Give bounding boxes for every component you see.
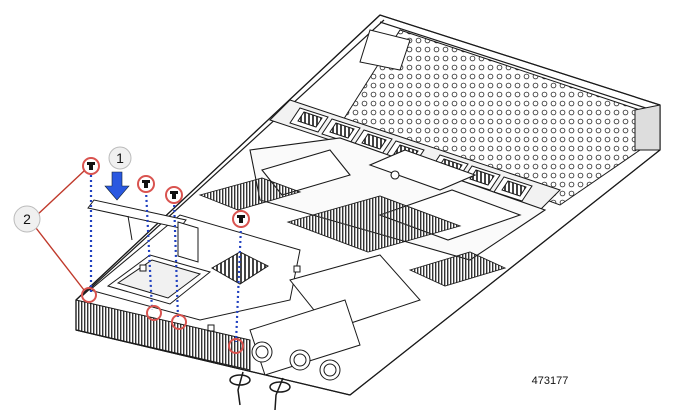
screw-icon — [137, 175, 155, 193]
power-supply-bay — [249, 254, 421, 376]
callout-number: 2 — [23, 211, 31, 227]
screw-hole — [81, 287, 97, 303]
callout-1: 1 — [108, 146, 132, 170]
screw-hole — [171, 314, 187, 330]
motherboard — [87, 199, 301, 332]
screw-hole — [146, 305, 162, 321]
screw-holes-board — [81, 287, 244, 354]
dimm-slots — [198, 177, 507, 287]
figure-id: 473177 — [532, 375, 569, 387]
screw-icon — [82, 157, 100, 175]
callout-2: 2 — [13, 205, 41, 233]
callout-number: 1 — [116, 150, 124, 166]
screw-hole — [228, 338, 244, 354]
screw-icon — [232, 210, 250, 228]
front-io-panel — [75, 299, 341, 381]
screw-icon — [165, 186, 183, 204]
screw-guide-lines — [89, 175, 243, 343]
power-cables — [229, 371, 291, 411]
rear-vent-panel — [339, 29, 661, 206]
callout-leaders — [35, 170, 85, 291]
screws-top — [82, 157, 250, 228]
down-arrow-icon — [104, 171, 130, 201]
